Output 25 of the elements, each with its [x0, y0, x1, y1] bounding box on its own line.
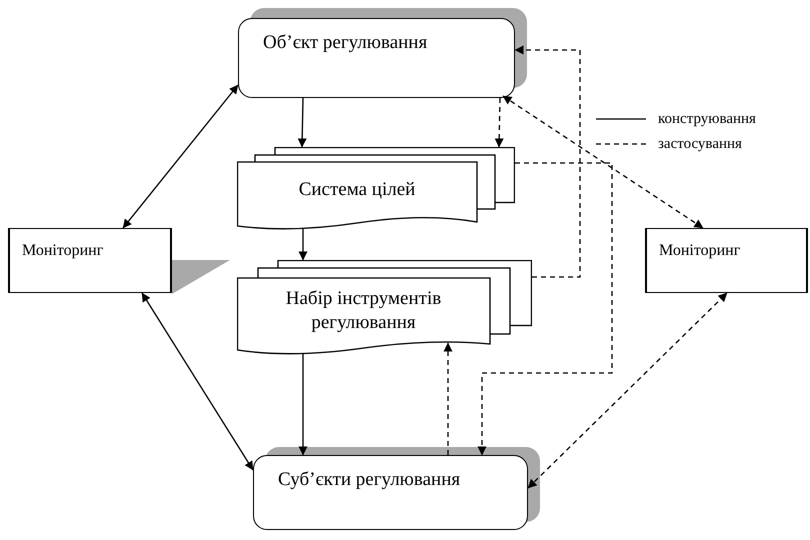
arrow	[502, 95, 704, 229]
arrow	[494, 98, 504, 148]
rounded-box	[253, 455, 528, 530]
document-stack	[237, 147, 515, 232]
arrow	[444, 342, 452, 455]
rounded-box	[238, 18, 515, 98]
arrow	[514, 46, 581, 278]
node-label: Об’єкт регулювання	[263, 31, 428, 55]
node-label: Моніторинг	[22, 241, 104, 261]
arrow	[478, 162, 613, 456]
node-label: Система цілей	[298, 178, 416, 202]
node-label: Набір інструментів регулювання	[284, 287, 442, 335]
arrow	[141, 292, 254, 470]
arrow	[528, 292, 728, 488]
arrow	[122, 84, 238, 228]
legend-text: конструювання	[658, 110, 756, 129]
monitoring-box	[645, 228, 808, 293]
monitoring-box	[8, 228, 172, 293]
node-label: Суб’єкти регулювання	[278, 468, 462, 492]
arrow	[298, 228, 308, 260]
arrow	[298, 353, 308, 456]
document-stack	[237, 260, 532, 357]
node-label: Моніторинг	[659, 241, 742, 261]
legend-text: застосування	[658, 134, 742, 154]
arrow	[298, 98, 307, 148]
